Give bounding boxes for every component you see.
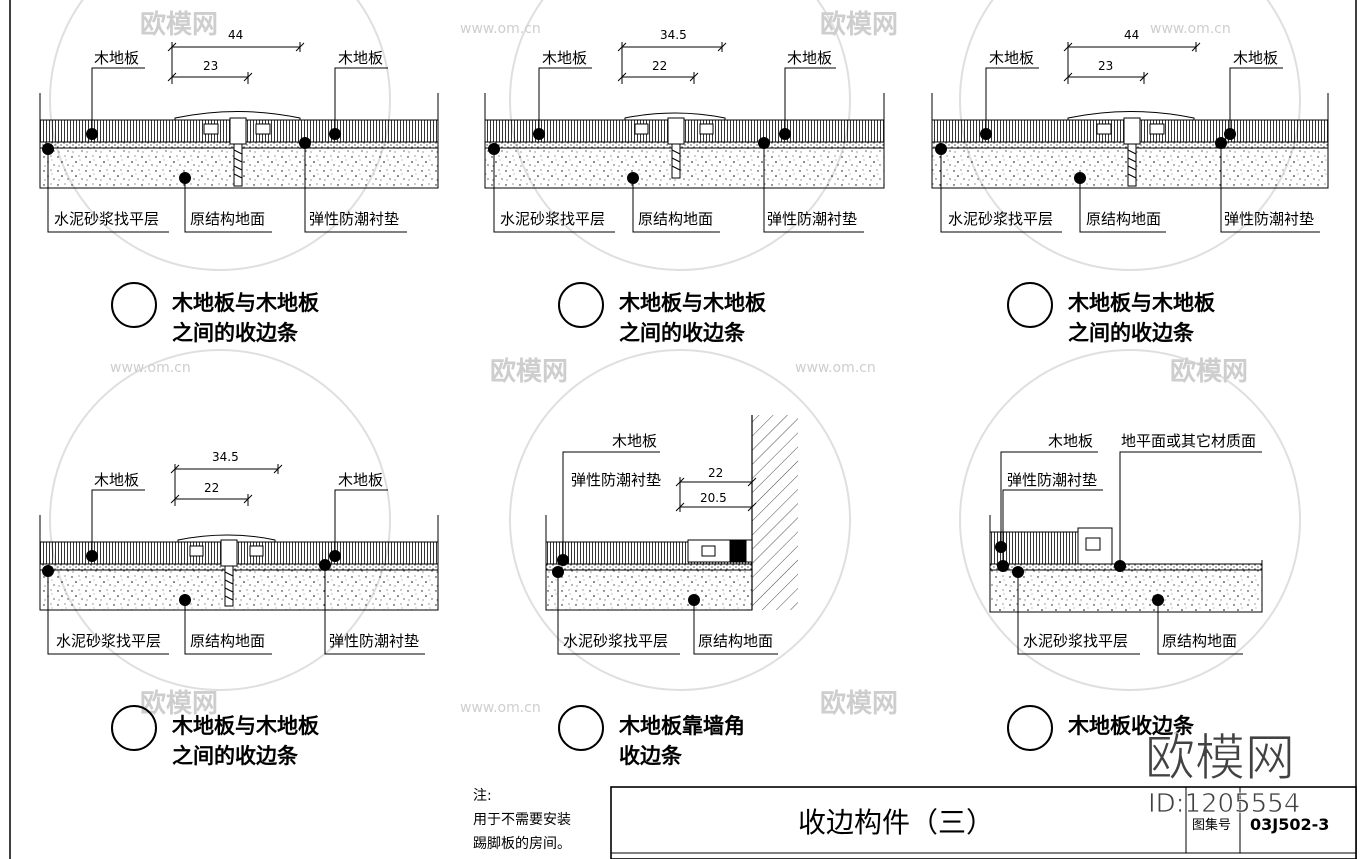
- callout-label: 原结构地面: [1162, 632, 1237, 650]
- callout-label: 水泥砂浆找平层: [1023, 632, 1128, 650]
- title-block: 收边构件（三） 图集号 03J502-3: [610, 786, 1357, 859]
- watermark-brand: 欧模网: [820, 9, 898, 40]
- callout-label: 地平面或其它材质面: [1121, 432, 1256, 450]
- detail-caption: 之间的收边条: [619, 321, 746, 345]
- watermark-url: www.om.cn: [460, 21, 541, 37]
- callout-label: 水泥砂浆找平层: [948, 210, 1053, 228]
- watermark-brand: 欧模网: [1170, 356, 1248, 387]
- detail-3: 44 23 木地板 木地板 水泥砂浆找平层 原结构地面 弹性防潮衬垫 木地板与木…: [931, 28, 1329, 345]
- dimension-label: 44: [1124, 28, 1139, 42]
- detail-5: 木地板 弹性防潮衬垫 22 20.5 水泥砂浆找平层 原结构地面 木地板靠墙角 …: [545, 415, 798, 768]
- watermark-url: www.om.cn: [795, 360, 876, 376]
- brand-watermark: 欧模网 ID:1205554: [1145, 729, 1301, 820]
- note-line: 踢脚板的房间。: [473, 836, 571, 852]
- watermark-brand: 欧模网: [140, 688, 218, 719]
- callout-label: 木地板: [787, 49, 832, 67]
- dimension-label: 22: [652, 59, 667, 73]
- dimension-label: 34.5: [660, 28, 687, 42]
- dimension-label: 23: [203, 59, 218, 73]
- watermark-url: www.om.cn: [110, 360, 191, 376]
- detail-4: 34.5 22 木地板 木地板 水泥砂浆找平层 原结构地面 弹性防潮衬垫 木地板…: [39, 450, 439, 768]
- callout-label: 弹性防潮衬垫: [571, 471, 661, 489]
- callout-label: 木地板: [94, 471, 139, 489]
- callout-label: 木地板: [1233, 49, 1278, 67]
- watermark-url: www.om.cn: [1150, 21, 1231, 37]
- detail-6: 木地板 地平面或其它材质面 弹性防潮衬垫 水泥砂浆找平层 原结构地面 木地板收边…: [989, 432, 1263, 751]
- detail-2: 34.5 22 木地板 木地板 水泥砂浆找平层 原结构地面 弹性防潮衬垫 木地板…: [484, 28, 885, 345]
- callout-label: 木地板: [1048, 432, 1093, 450]
- detail-1: 44 23 木地板 木地板 水泥砂浆找平层 原结构地面 弹性防潮衬垫 木地板与木…: [39, 28, 439, 345]
- callout-label: 木地板: [338, 49, 383, 67]
- detail-caption: 木地板收边条: [1067, 714, 1195, 738]
- drawing-title: 收边构件（三）: [798, 806, 994, 839]
- dimension-label: 23: [1098, 59, 1113, 73]
- atlas-number: 03J502-3: [1250, 815, 1329, 834]
- detail-caption: 之间的收边条: [1068, 321, 1195, 345]
- detail-caption: 木地板与木地板: [1067, 291, 1216, 315]
- callout-label: 弹性防潮衬垫: [1007, 471, 1097, 489]
- callout-label: 原结构地面: [1086, 210, 1161, 228]
- callout-label: 原结构地面: [638, 210, 713, 228]
- watermark-circles: [49, 0, 1301, 691]
- callout-label: 水泥砂浆找平层: [563, 632, 668, 650]
- callout-label: 原结构地面: [698, 632, 773, 650]
- callout-label: 弹性防潮衬垫: [1224, 210, 1314, 228]
- watermark-brand: 欧模网: [490, 356, 568, 387]
- callout-label: 原结构地面: [190, 210, 265, 228]
- callout-label: 弹性防潮衬垫: [767, 210, 857, 228]
- callout-label: 弹性防潮衬垫: [309, 210, 399, 228]
- detail-caption: 收边条: [619, 744, 683, 768]
- dimension-label: 22: [708, 466, 723, 480]
- note-line: 用于不需要安装: [473, 812, 571, 828]
- dimension-label: 34.5: [212, 450, 239, 464]
- watermark-layer: 欧模网 欧模网 欧模网 欧模网 欧模网 欧模网 www.om.cn www.om…: [49, 0, 1301, 719]
- dimension-label: 44: [228, 28, 243, 42]
- callout-label: 木地板: [542, 49, 587, 67]
- callout-label: 木地板: [612, 432, 657, 450]
- atlas-label: 图集号: [1192, 817, 1231, 833]
- note-title: 注:: [473, 788, 492, 804]
- detail-caption: 之间的收边条: [172, 321, 299, 345]
- detail-caption: 木地板与木地板: [171, 291, 320, 315]
- detail-caption: 木地板与木地板: [171, 714, 320, 738]
- callout-label: 弹性防潮衬垫: [329, 632, 419, 650]
- callout-label: 水泥砂浆找平层: [56, 632, 161, 650]
- dimension-label: 20.5: [700, 491, 727, 505]
- callout-label: 木地板: [989, 49, 1034, 67]
- watermark-url: www.om.cn: [460, 700, 541, 716]
- callout-label: 水泥砂浆找平层: [54, 210, 159, 228]
- note-block: 注: 用于不需要安装 踢脚板的房间。: [473, 788, 571, 852]
- detail-caption: 木地板与木地板: [618, 291, 767, 315]
- callout-label: 水泥砂浆找平层: [500, 210, 605, 228]
- callout-label: 木地板: [338, 471, 383, 489]
- dimension-label: 22: [204, 481, 219, 495]
- watermark-brand: 欧模网: [820, 688, 898, 719]
- detail-caption: 之间的收边条: [172, 744, 299, 768]
- detail-caption: 木地板靠墙角: [618, 714, 745, 738]
- watermark-id: ID:1205554: [1148, 789, 1300, 819]
- watermark-brand-large: 欧模网: [1145, 729, 1295, 787]
- watermark-brand: 欧模网: [140, 9, 218, 40]
- sheet-frame: [9, 0, 1357, 859]
- callout-label: 原结构地面: [190, 632, 265, 650]
- callout-label: 木地板: [94, 49, 139, 67]
